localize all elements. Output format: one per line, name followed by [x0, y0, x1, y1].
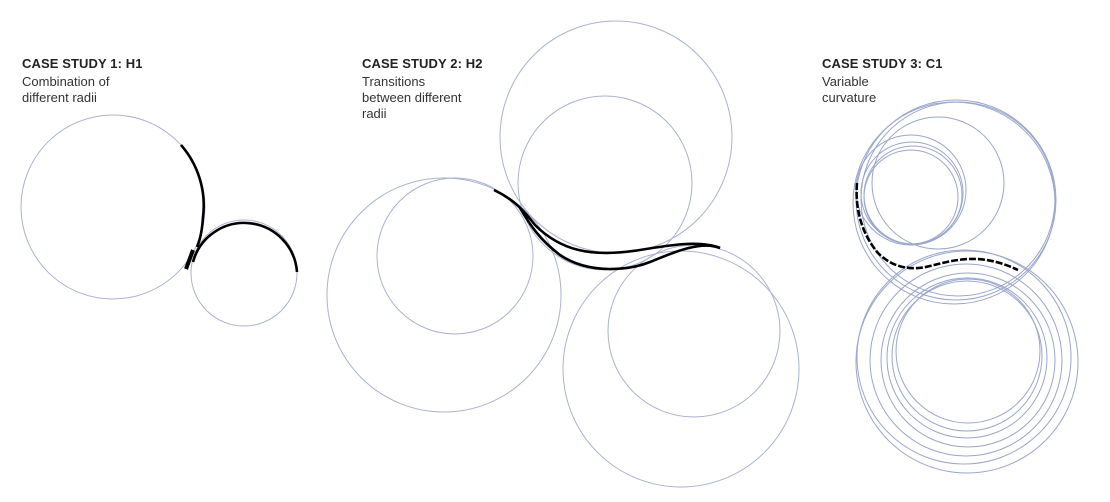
case-study-1-title: CASE STUDY 1: H1 [22, 56, 143, 71]
case-study-3-title: CASE STUDY 3: C1 [822, 56, 943, 71]
case-study-2-figure [326, 20, 800, 488]
case-study-3-figure [852, 99, 1079, 474]
case-study-2-title: CASE STUDY 2: H2 [362, 56, 483, 71]
case-study-1-figure [20, 114, 299, 327]
case-study-1-description: Combination of different radii [22, 74, 110, 105]
case-study-2-description: Transitions between different radii [362, 74, 462, 121]
case-study-3-description: Variable curvature [822, 74, 877, 105]
